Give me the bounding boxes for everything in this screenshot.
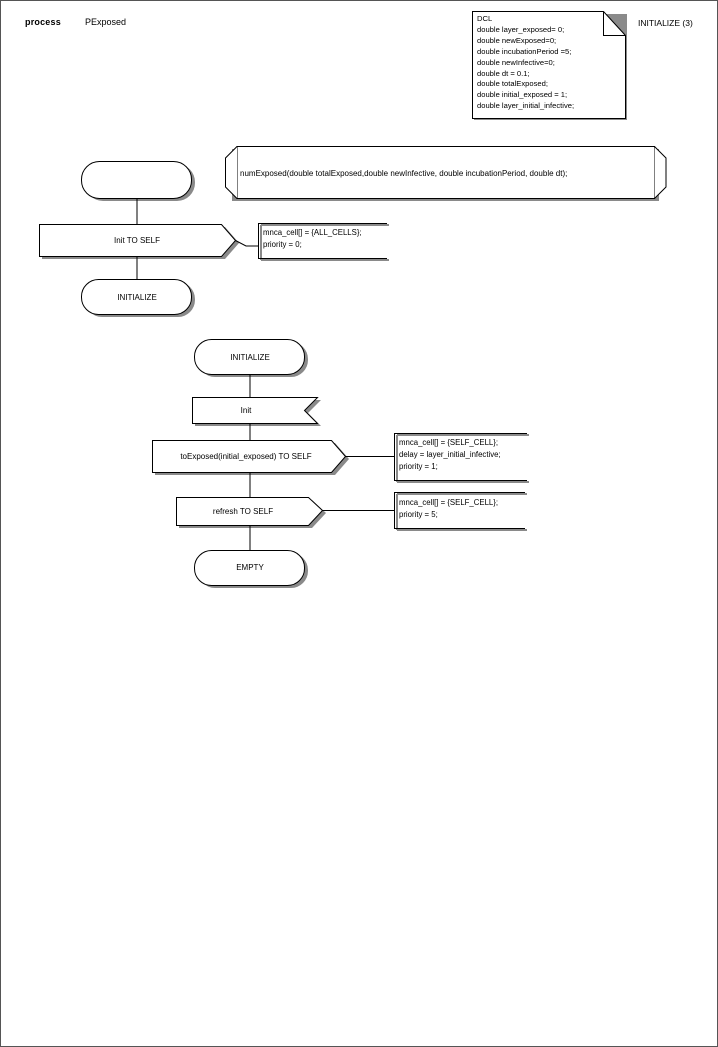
output-refresh-label: refresh TO SELF	[212, 507, 274, 516]
comment-bracket-refresh[interactable]	[394, 492, 528, 531]
output-toexposed-shape[interactable]	[152, 440, 350, 476]
declaration-text: DCL double layer_exposed= 0; double newE…	[477, 14, 575, 111]
comment-init-text: mnca_cell[] = {ALL_CELLS}; priority = 0;	[263, 228, 362, 249]
output-init-to-self-label: Init TO SELF	[114, 236, 160, 245]
start-state-shape[interactable]	[81, 161, 196, 202]
comment-bracket-init[interactable]	[258, 223, 390, 261]
procedure-declaration-text: numExposed(double totalExposed,double ne…	[240, 169, 568, 178]
state-empty-shape[interactable]	[194, 550, 309, 589]
state-empty-label: EMPTY	[236, 563, 264, 572]
note-folded-corner-icon	[472, 11, 627, 120]
state-initialize-shape-2[interactable]	[194, 339, 309, 378]
procedure-declaration-shape[interactable]	[225, 146, 667, 202]
input-init-shape[interactable]	[192, 397, 322, 427]
state-initialize-shape-1[interactable]	[81, 279, 196, 318]
process-name: PExposed	[85, 17, 127, 27]
comment-refresh-text: mnca_cell[] = {SELF_CELL}; priority = 5;	[399, 498, 499, 519]
output-refresh-shape[interactable]	[176, 497, 327, 529]
comment-leader-init	[235, 240, 258, 247]
input-init-label: Init	[240, 406, 252, 415]
state-reference-label: INITIALIZE (3)	[638, 18, 693, 28]
process-keyword: process	[25, 17, 61, 27]
declaration-note[interactable]: DCL double layer_exposed= 0; double newE…	[472, 11, 628, 121]
state-initialize-label-2: INITIALIZE	[230, 353, 270, 362]
comment-bracket-toexposed[interactable]	[394, 433, 530, 483]
output-toexposed-label: toExposed(initial_exposed) TO SELF	[180, 452, 312, 461]
output-init-to-self-shape[interactable]	[39, 224, 240, 260]
state-initialize-label-1: INITIALIZE	[117, 293, 157, 302]
comment-toexposed-text: mnca_cell[] = {SELF_CELL}; delay = layer…	[399, 438, 501, 471]
